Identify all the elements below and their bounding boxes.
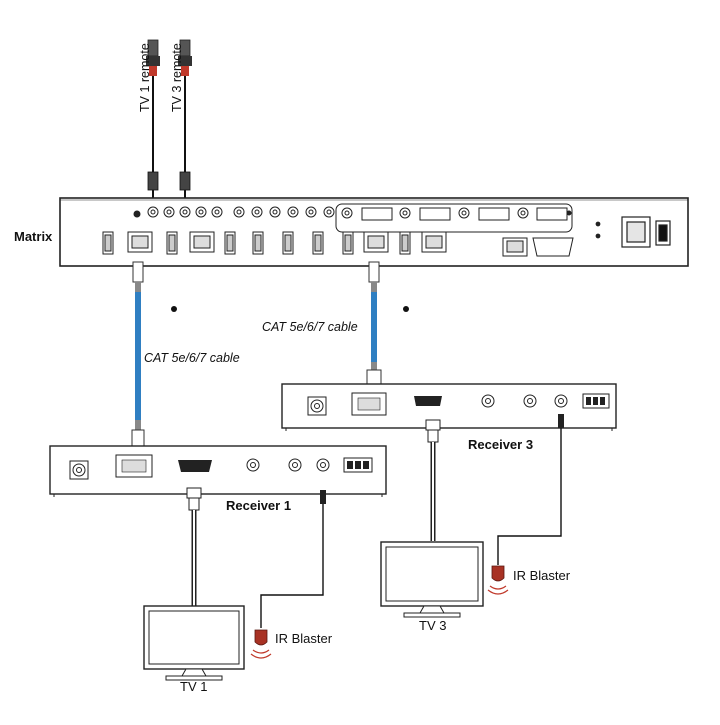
tv1-label: TV 1 (180, 679, 208, 694)
ir-blaster-icon-right (487, 565, 509, 595)
matrix-device (59, 197, 689, 267)
ir-blaster-cable-left (260, 490, 326, 628)
tv3-remote-label: TV 3 remote (170, 43, 184, 112)
ir-blaster-label-left: IR Blaster (275, 631, 333, 646)
tv1-remote-label: TV 1 remote (138, 43, 152, 112)
tv1-icon (143, 605, 245, 681)
ir-blaster-cable-right (497, 414, 564, 565)
tv3-remote-ir-cable (178, 39, 192, 210)
hdmi-cable-tv3 (425, 419, 441, 541)
cat-cable-left (131, 261, 145, 449)
receiver3-device (281, 383, 617, 431)
matrix-audio-group (335, 203, 573, 233)
cat-cable-right (366, 261, 382, 387)
receiver1-device (49, 445, 387, 497)
marker-dot (171, 306, 177, 312)
tv3-label: TV 3 (419, 618, 447, 633)
matrix-label: Matrix (14, 229, 53, 244)
matrix-control-ports (502, 237, 574, 257)
cable-label-right: CAT 5e/6/7 cable (262, 320, 358, 334)
ir-blaster-label-right: IR Blaster (513, 568, 571, 583)
matrix-ir-jacks (133, 206, 335, 218)
hdmi-cable-tv1 (186, 487, 202, 606)
receiver1-label: Receiver 1 (226, 498, 292, 513)
ir-blaster-icon-left (250, 629, 272, 659)
receiver3-label: Receiver 3 (468, 437, 534, 452)
tv3-icon (380, 541, 484, 618)
cable-label-left: CAT 5e/6/7 cable (144, 351, 240, 365)
matrix-power (595, 216, 671, 248)
marker-dot (403, 306, 409, 312)
matrix-hdmi-ports (102, 231, 411, 255)
matrix-hdbaset-ports (127, 231, 447, 253)
